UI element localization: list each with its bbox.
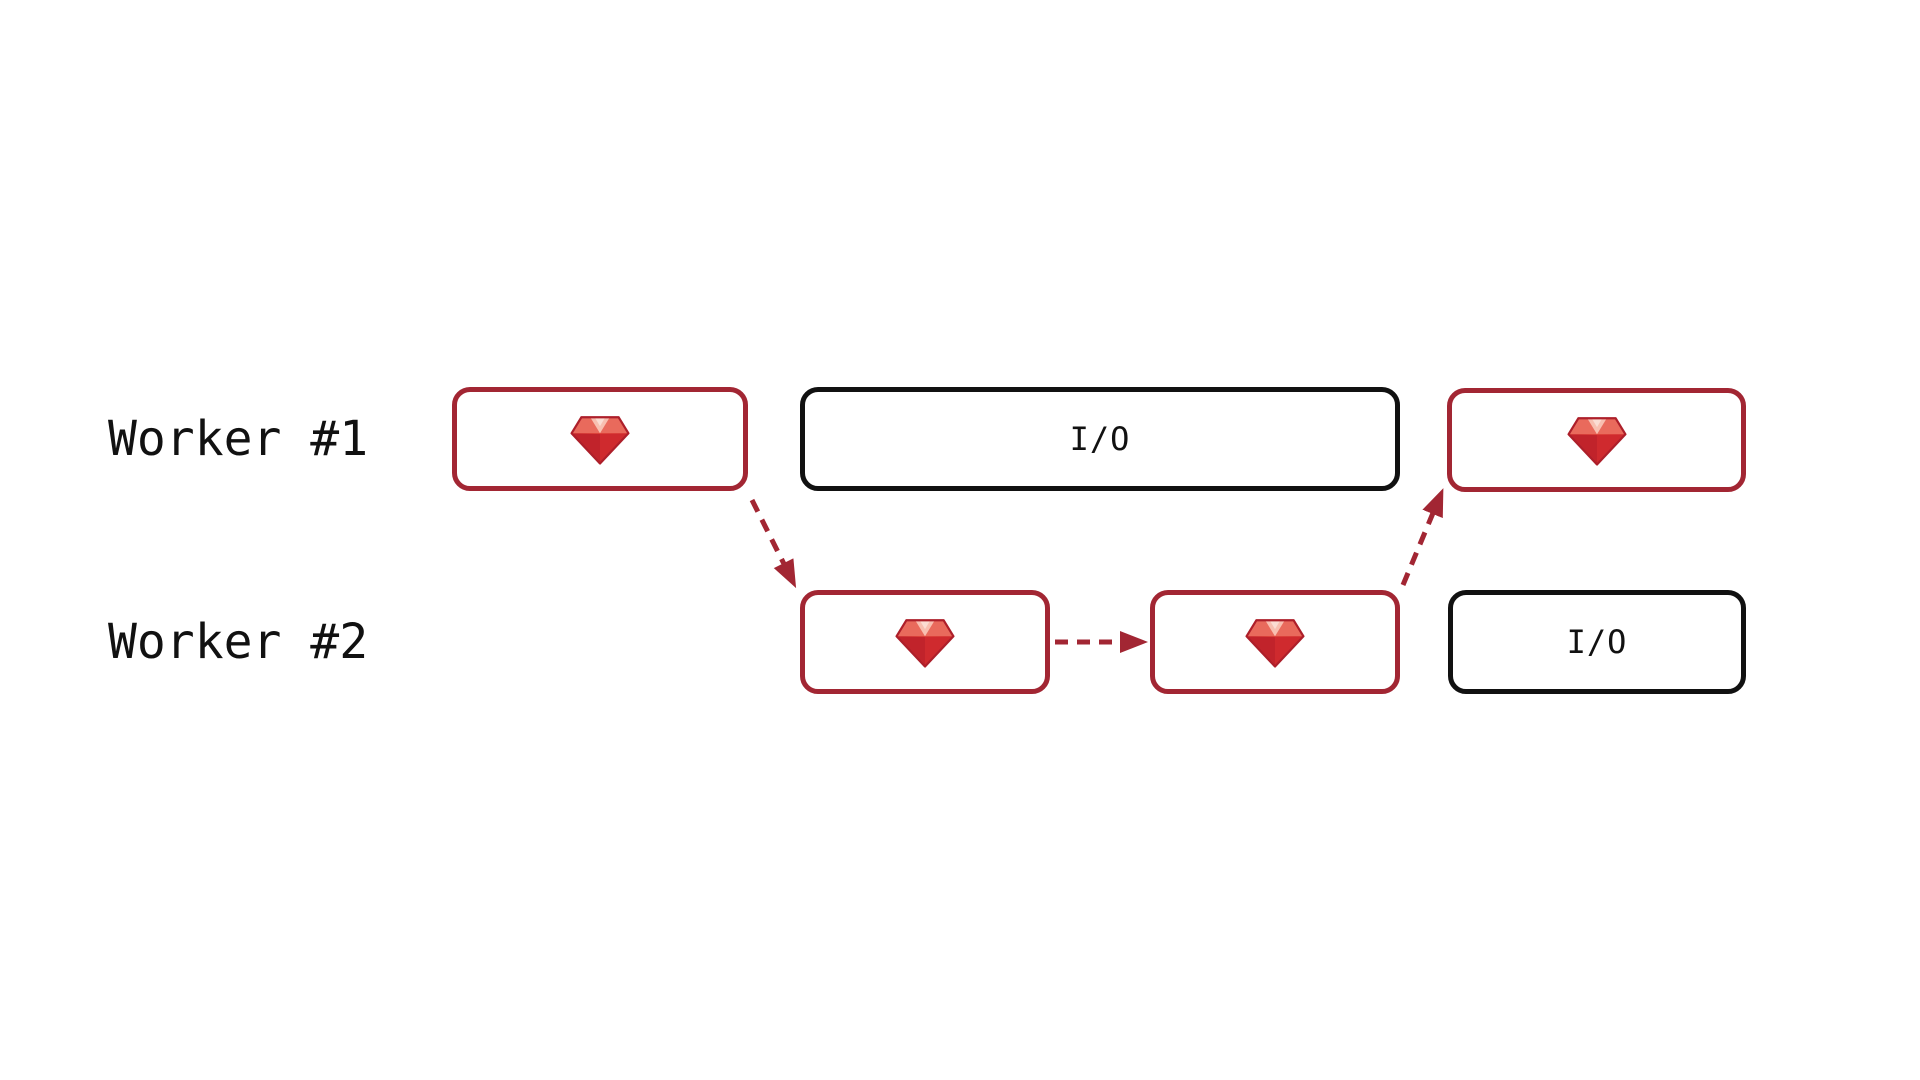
worker1-label: Worker #1	[108, 411, 369, 467]
worker2-label: Worker #2	[108, 614, 369, 670]
ruby-gem-icon	[568, 411, 632, 468]
ruby-gem-icon	[1243, 614, 1307, 671]
worker2-ruby-box-1	[800, 590, 1050, 694]
worker1-io-box: I/O	[800, 387, 1400, 491]
io-label: I/O	[1566, 623, 1628, 661]
handoff-arrow-worker1-to-worker2	[749, 498, 797, 589]
worker2-ruby-box-2	[1150, 590, 1400, 694]
ruby-gem-icon	[893, 614, 957, 671]
worker2-io-box: I/O	[1448, 590, 1746, 694]
worker1-ruby-box-1	[452, 387, 748, 491]
handoff-arrow-worker2-to-worker1	[1400, 488, 1444, 586]
ruby-gem-icon	[1565, 412, 1629, 469]
worker1-ruby-box-2	[1447, 388, 1746, 492]
io-label: I/O	[1069, 420, 1131, 458]
